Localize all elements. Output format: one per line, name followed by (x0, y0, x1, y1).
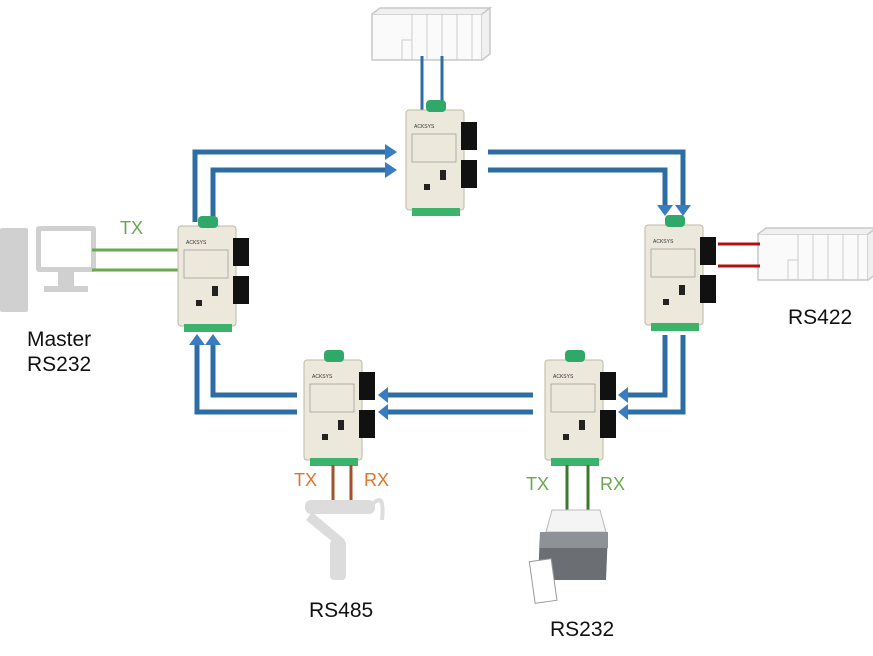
rs485-label: RS485 (309, 599, 374, 622)
master-tx-label: TX (120, 218, 144, 238)
rs232-label: RS232 (550, 618, 615, 641)
converter-bottom-left (303, 349, 376, 467)
rs232-tx-label: TX (526, 474, 550, 494)
rs422-label: RS422 (788, 306, 853, 329)
fiber-ring (192, 149, 686, 415)
converter-bottom-right (544, 349, 617, 467)
ring-arrowheads (189, 144, 691, 420)
rs485-rx-label: RX (364, 470, 390, 490)
pc-icon (0, 226, 96, 312)
plc-right (757, 227, 873, 281)
plc-top (371, 7, 491, 61)
master-line1: Master (27, 328, 92, 351)
printer-icon (528, 509, 608, 604)
converter-left (177, 215, 250, 333)
converter-top (405, 99, 478, 217)
converter-right (644, 214, 717, 332)
robot-arm-icon (305, 498, 385, 580)
rs232-rx-label: RX (600, 474, 626, 494)
master-line2: RS232 (27, 353, 92, 377)
rs485-tx-label: TX (294, 470, 318, 490)
master-label: Master RS232 (27, 327, 91, 377)
